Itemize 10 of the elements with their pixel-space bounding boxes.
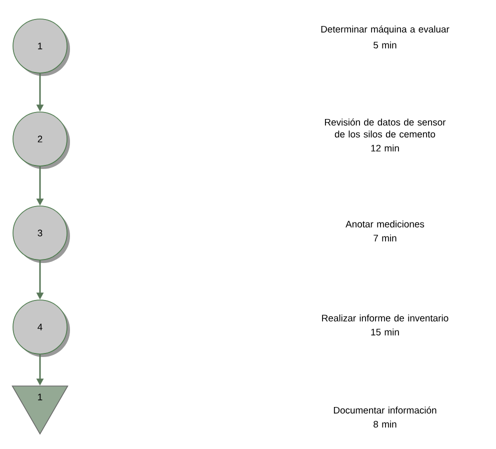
duration-text: 15 min xyxy=(371,328,399,336)
step-description: Anotar mediciones xyxy=(346,220,424,228)
step-description: Documentar información xyxy=(334,406,436,414)
duration-text: 5 min xyxy=(374,41,396,48)
duration-text: 8 min xyxy=(374,420,396,428)
step-description: Realizar informe de inventario xyxy=(322,314,448,322)
duration-text: 12 min xyxy=(371,144,399,152)
duration-text: 7 min xyxy=(374,234,396,242)
step-description: Revisión de datos de sensor de los silos de cemento xyxy=(325,118,446,138)
step-description: Determinar máquina a evaluar xyxy=(321,26,450,34)
